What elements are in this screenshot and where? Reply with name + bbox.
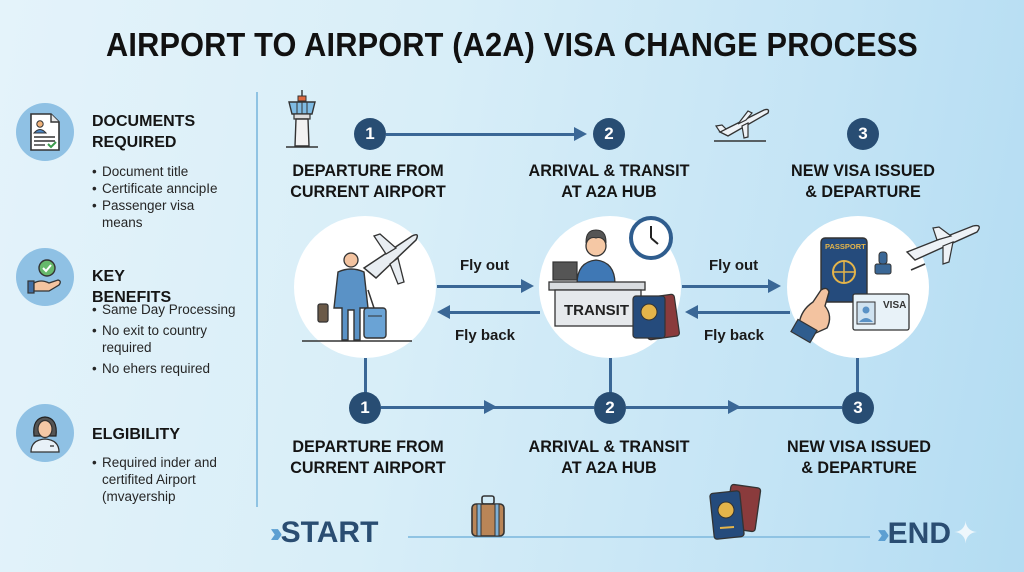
sparkle-icon: ✦: [953, 517, 979, 550]
arrow-right-icon: [521, 279, 534, 293]
bottom-step-2-badge: 2: [594, 392, 626, 424]
top-step-2-badge: 2: [593, 118, 625, 150]
vertical-connector-2: [609, 358, 612, 394]
passports-icon: [706, 482, 770, 545]
arrow-left-icon: [685, 305, 698, 319]
double-chevron-icon: ››: [877, 517, 889, 549]
start-marker: ›› START: [270, 516, 379, 549]
benefits-list: Same Day Processing No exit to country r…: [92, 301, 252, 377]
takeoff-plane-icon: [714, 106, 770, 147]
list-item: Certificate anncipIe: [92, 180, 252, 197]
fly-back-arrow-2: [698, 311, 790, 314]
list-item: No ehers required: [92, 360, 252, 377]
page-title: AIRPORT TO AIRPORT (A2A) VISA CHANGE PRO…: [106, 26, 918, 63]
control-tower-icon: [284, 88, 320, 155]
documents-list: Document title Certificate anncipIe Pass…: [92, 163, 252, 231]
arrow-right-icon: [768, 279, 781, 293]
end-marker: ›› END ✦: [877, 516, 979, 551]
fly-back-label-1: Fly back: [455, 327, 516, 344]
fly-out-arrow-1: [437, 285, 523, 288]
timeline-line: [408, 536, 870, 538]
bottom-step-3-label: NEW VISA ISSUED& DEPARTURE: [787, 437, 931, 477]
svg-text:PASSPORT: PASSPORT: [825, 242, 866, 251]
departure-illustration: [294, 216, 436, 358]
top-step-3-badge: 3: [847, 118, 879, 150]
double-chevron-icon: ››: [270, 517, 282, 548]
arrow-right-icon: [574, 127, 587, 141]
plane-icon: [905, 224, 980, 271]
fly-out-label-2: Fly out: [709, 257, 759, 274]
list-item: No exit to country required: [92, 322, 222, 356]
stamp-icon: [874, 263, 892, 275]
vertical-connector-1: [364, 358, 367, 394]
arrow-left-icon: [437, 305, 450, 319]
svg-text:VISA: VISA: [883, 300, 906, 311]
arrow-right-icon: [484, 400, 497, 414]
list-item: Document title: [92, 163, 252, 180]
document-check-icon: [16, 103, 74, 161]
section-title: DOCUMENTS REQUIRED: [92, 113, 196, 151]
bottom-step-3-badge: 3: [842, 392, 874, 424]
bottom-step-1-badge: 1: [349, 392, 381, 424]
fly-back-arrow-1: [450, 311, 540, 314]
list-item: Same Day Processing: [92, 301, 252, 318]
list-item: Passenger visa means: [92, 197, 212, 231]
section-title: ELGIBILITY: [92, 426, 180, 443]
eligibility-list: Required inder and certifited Airport (m…: [92, 454, 252, 505]
svg-text:TRANSIT: TRANSIT: [564, 302, 629, 319]
top-step-1-badge: 1: [354, 118, 386, 150]
fly-out-arrow-2: [682, 285, 770, 288]
top-connector-1-2: [386, 133, 576, 136]
visa-issued-illustration: PASSPORT VISA: [787, 216, 980, 358]
hand-check-icon: [16, 248, 74, 306]
fly-out-label-1: Fly out: [460, 257, 510, 274]
transit-desk-illustration: TRANSIT: [539, 216, 681, 358]
plane-icon: [362, 233, 419, 285]
panel-divider: [256, 92, 258, 507]
agent-avatar-icon: [16, 404, 74, 462]
fly-back-label-2: Fly back: [704, 327, 765, 344]
top-step-3-label: NEW VISA ISSUED& DEPARTURE: [791, 161, 935, 201]
arrow-right-icon: [728, 400, 741, 414]
list-item: Required inder and certifited Airport (m…: [92, 454, 224, 505]
suitcase-icon: [470, 494, 506, 543]
vertical-connector-3: [856, 358, 859, 394]
